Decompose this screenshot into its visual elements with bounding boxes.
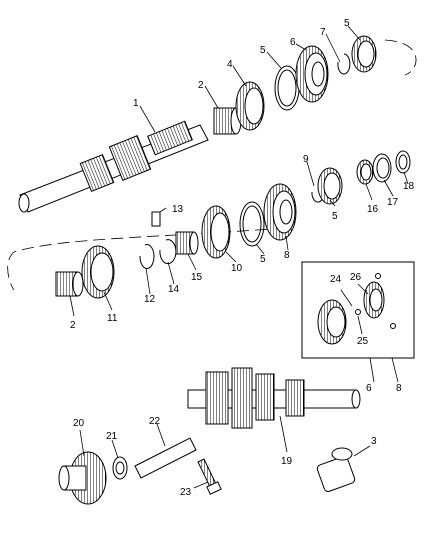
inset-detent-ball — [355, 309, 361, 315]
main-shaft — [18, 120, 209, 213]
synchronizer-middle — [263, 183, 297, 241]
inset-synchronizer-hub — [363, 281, 385, 319]
washer-21-hole — [115, 461, 125, 475]
part-label-25: 25 — [357, 336, 369, 347]
synchronizer-upper — [295, 45, 329, 103]
assembly-dashed-outline — [7, 39, 417, 291]
part-label-18: 18 — [403, 181, 415, 192]
part-label-2-lower: 2 — [70, 320, 76, 331]
gear-11 — [81, 245, 115, 299]
inset-spring-top — [375, 273, 381, 279]
needle-bearing-lower — [55, 271, 84, 297]
inset-spring-bottom — [390, 323, 396, 329]
part-label-3: 3 — [371, 436, 377, 447]
needle-bearing-15 — [175, 231, 199, 255]
gear-upper — [235, 81, 265, 131]
key-13 — [151, 211, 161, 227]
part-label-22: 22 — [149, 416, 161, 427]
part-label-8-middle: 8 — [284, 250, 290, 261]
bolt-23 — [197, 458, 222, 495]
snap-ring-upper — [337, 53, 351, 75]
part-label-8-inset: 8 — [396, 383, 402, 394]
leader-lines — [69, 25, 409, 489]
part-label-24: 24 — [330, 274, 342, 285]
part-labels: 1 2 2 3 4 5 5 5 5 6 6 7 8 8 9 10 11 12 1… — [70, 18, 415, 498]
part-label-19: 19 — [281, 456, 293, 467]
synchro-ring-middle-a — [317, 167, 343, 205]
part-label-15: 15 — [191, 272, 203, 283]
part-label-20: 20 — [73, 418, 85, 429]
part-label-6-inset: 6 — [366, 383, 372, 394]
ring-18 — [395, 150, 411, 174]
part-label-23: 23 — [180, 487, 192, 498]
part-label-5-upper-b: 5 — [344, 18, 350, 29]
part-label-2-upper: 2 — [198, 80, 204, 91]
part-label-12: 12 — [144, 294, 156, 305]
part-label-17: 17 — [387, 197, 399, 208]
synchro-ring-upper-a — [274, 65, 300, 111]
part-label-14: 14 — [168, 284, 180, 295]
part-label-5-upper-a: 5 — [260, 45, 266, 56]
synchro-ring-middle-b-inner — [242, 205, 262, 243]
synchro-ring-upper-b — [351, 35, 377, 73]
countershaft-cluster — [187, 367, 361, 429]
part-label-11: 11 — [107, 313, 118, 324]
part-label-13: 13 — [172, 204, 184, 215]
inset-synchronizer-sleeve — [317, 299, 347, 345]
part-label-4: 4 — [227, 59, 233, 70]
part-label-1: 1 — [133, 98, 139, 109]
gear-20 — [58, 451, 107, 505]
gear-10 — [201, 205, 231, 259]
synchro-ring-middle-b — [239, 201, 265, 247]
plug-3 — [316, 447, 356, 493]
part-label-26: 26 — [350, 272, 362, 283]
ring-16 — [356, 159, 374, 185]
part-label-16: 16 — [367, 204, 379, 215]
part-label-10: 10 — [231, 263, 243, 274]
detail-inset-box — [301, 261, 415, 359]
part-label-21: 21 — [106, 431, 118, 442]
part-label-9: 9 — [303, 154, 309, 165]
part-label-6-upper: 6 — [290, 37, 296, 48]
countershaft-pin-22 — [134, 437, 197, 479]
part-label-5-lower: 5 — [260, 254, 266, 265]
ring-17 — [372, 153, 392, 183]
snap-ring-12 — [139, 244, 155, 269]
split-ring-14 — [159, 239, 177, 265]
part-label-5-middle: 5 — [332, 211, 338, 222]
part-label-7: 7 — [320, 27, 326, 38]
synchro-ring-upper-a-inner — [277, 69, 297, 107]
